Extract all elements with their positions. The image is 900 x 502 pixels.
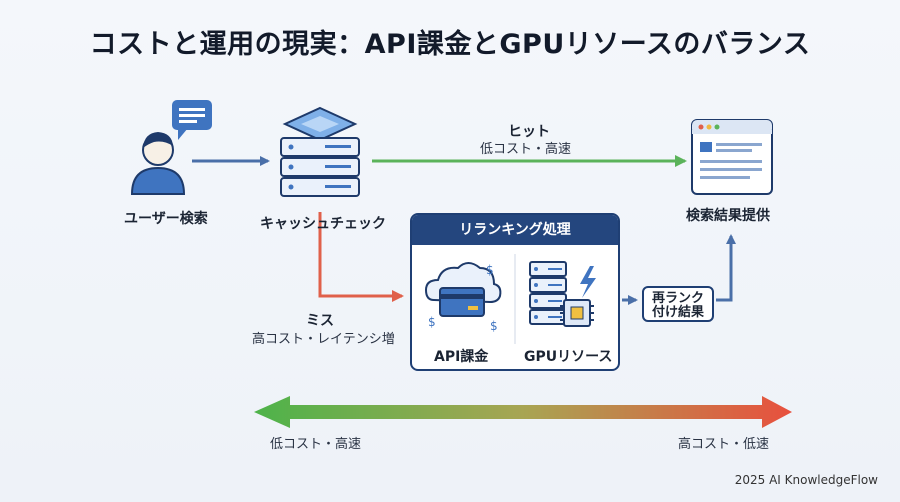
arrow-result-to-delivery [716,234,736,302]
reranking-panel-title: リランキング処理 [412,215,618,245]
arrow-miss [318,212,404,302]
reranking-panel-icons: $ $ $ [424,254,596,344]
gpu-server-icon [529,261,567,325]
chip-icon [560,299,594,327]
api-billing-label: API課金 [434,349,489,365]
lightning-icon [580,266,596,298]
browser-window-icon [691,119,773,195]
dollar-icon: $ [428,315,436,329]
scale-left-label: 低コスト・高速 [270,437,362,452]
rerank-result-box: 再ランク 付け結果 [642,286,714,322]
rerank-result-line2: 付け結果 [651,305,704,320]
scale-right-label: 高コスト・低速 [678,437,770,452]
hit-label: ヒット [508,124,550,140]
miss-note: 高コスト・レイテンシ増 [252,332,395,347]
user-icon [130,100,212,195]
gpu-resource-label: GPUリソース [524,349,613,365]
page-title: コストと運用の現実：API課金とGPUリソースのバランス [89,29,811,60]
cloud-card-icon [424,262,502,317]
dollar-icon: $ [486,263,494,277]
rerank-result-line1: 再ランク [651,291,704,306]
node-cache-check: キャッシュチェック [260,216,386,232]
hit-note: 低コスト・高速 [480,142,572,157]
cache-server-icon [280,106,360,197]
node-result-delivery: 検索結果提供 [686,208,770,224]
dollar-icon: $ [490,319,498,333]
miss-label: ミス [306,313,334,329]
node-user-search: ユーザー検索 [124,211,208,227]
footer-credit: 2025 AI KnowledgeFlow [734,473,878,487]
cost-scale-arrow [254,396,792,428]
